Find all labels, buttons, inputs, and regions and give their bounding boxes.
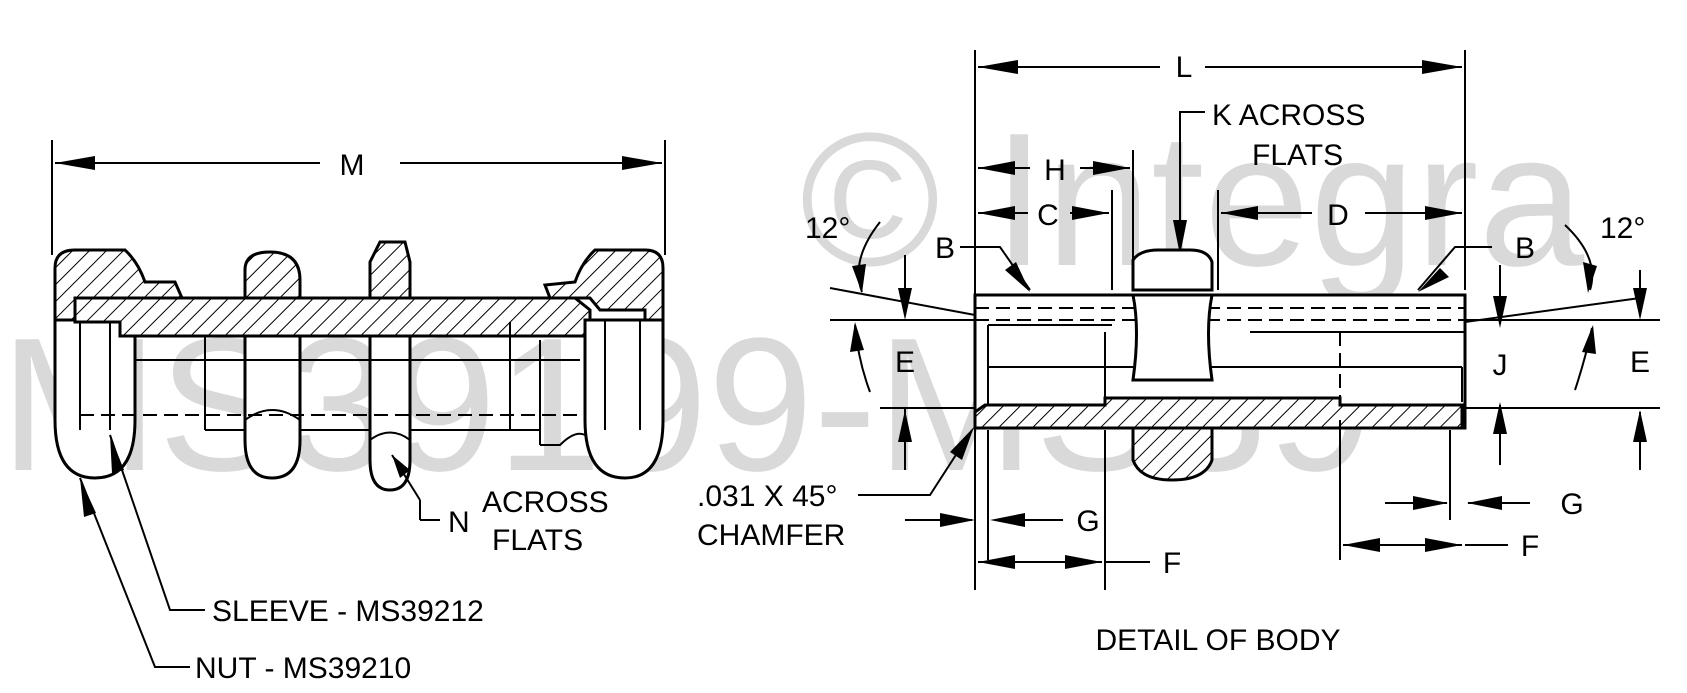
hex-lug-1-section [243, 250, 302, 300]
dim-f-right: F [1521, 530, 1539, 563]
hex-lug-2-section [368, 240, 412, 300]
dim-b-right: B [1515, 232, 1535, 265]
dim-k-line-2: FLATS [1252, 139, 1343, 172]
assembly-view: M N [51, 140, 666, 685]
angle-right: 12° [1600, 212, 1645, 245]
hex-lug-2-body [368, 334, 412, 492]
chamfer-line-1: .031 X 45° [697, 480, 837, 513]
hex-k-flats [1131, 248, 1214, 292]
dim-k-line-1: K ACROSS [1212, 99, 1365, 132]
dim-b-left: B [935, 232, 955, 265]
dim-h-label: H [1044, 154, 1066, 187]
dim-l-label: L [1176, 51, 1193, 84]
dim-g-left: G [1076, 505, 1099, 538]
sleeve-section [73, 296, 602, 338]
dim-e-left: E [895, 346, 915, 379]
dim-c-label: C [1037, 199, 1059, 232]
callout-sleeve: SLEEVE - MS39212 [212, 595, 484, 628]
callout-nut: NUT - MS39210 [195, 652, 411, 685]
chamfer-line-2: CHAMFER [697, 519, 845, 552]
body-detail-view: L K ACROSS FLATS H C D [697, 50, 1660, 657]
dim-e-right: E [1630, 346, 1650, 379]
dim-n-text-2: FLATS [492, 524, 583, 557]
detail-caption: DETAIL OF BODY [1095, 624, 1340, 657]
dim-d-label: D [1327, 199, 1349, 232]
dim-m-label: M [340, 149, 365, 182]
hex-k-section [1131, 426, 1214, 482]
dim-n-letter: N [448, 506, 470, 539]
dim-j-label: J [1493, 349, 1508, 382]
right-nut-body [583, 318, 665, 480]
left-nut-body [53, 318, 137, 480]
dim-g-right: G [1560, 488, 1583, 521]
angle-left: 12° [805, 212, 850, 245]
hex-lug-1-body [243, 334, 302, 480]
dim-n-text-1: ACROSS [482, 486, 609, 519]
dim-f-left: F [1163, 547, 1181, 580]
